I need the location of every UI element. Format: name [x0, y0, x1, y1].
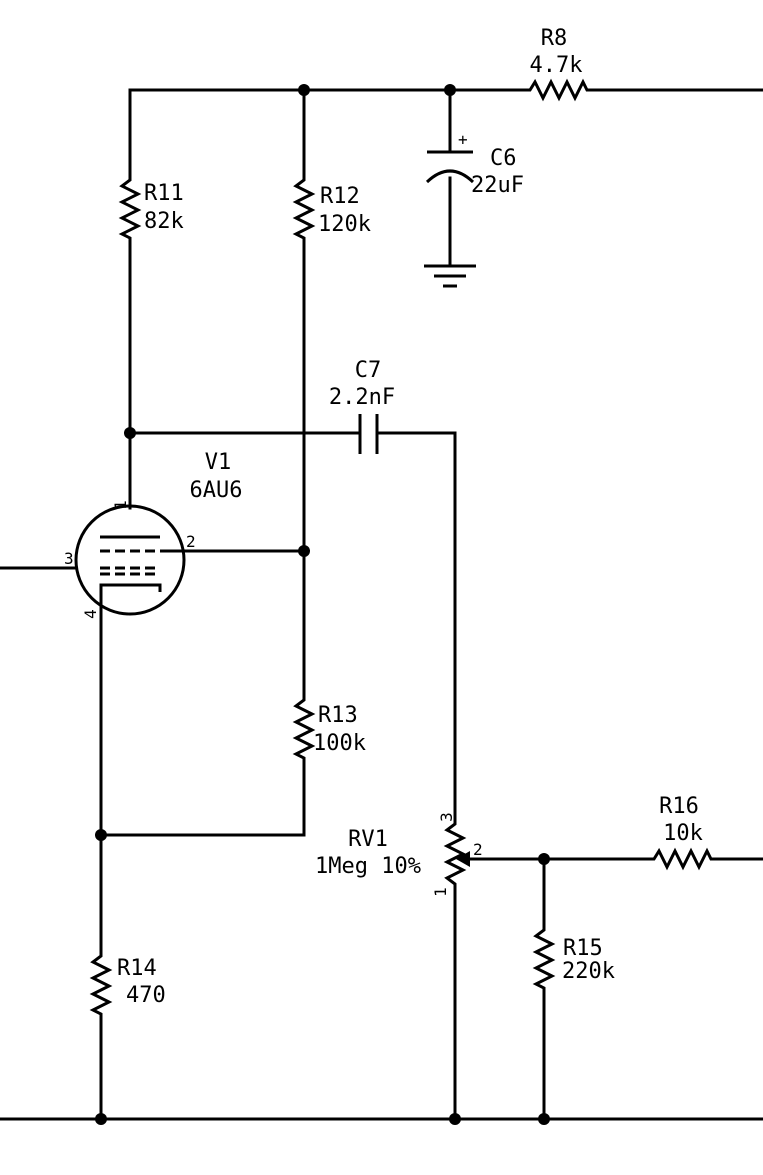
r11-value: 82k: [144, 209, 184, 234]
v1-ref: V1: [205, 450, 232, 475]
v1-pin-1: 1: [111, 500, 130, 510]
junction-dot: [449, 1113, 461, 1125]
r8-value: 4.7k: [530, 53, 583, 78]
tube-envelope: [74, 504, 186, 616]
resistor-r14: [89, 952, 113, 1018]
rv1-value: 1Meg 10%: [315, 854, 421, 879]
r8-ref: R8: [541, 26, 568, 51]
rv1-pin-2: 2: [473, 840, 483, 859]
junctions: [95, 84, 550, 1125]
potentiometer-rv1: [443, 820, 467, 890]
r15-value: 220k: [562, 959, 615, 984]
resistor-r11: [118, 176, 142, 242]
v1-pin-4: 4: [81, 609, 100, 619]
junction-dot: [95, 829, 107, 841]
wires: [0, 88, 763, 1121]
resistor-r12: [292, 176, 316, 242]
v1-value: 6AU6: [190, 478, 243, 503]
c7-ref: C7: [355, 358, 382, 383]
v1-pin-2: 2: [186, 532, 196, 551]
r16-ref: R16: [659, 794, 699, 819]
c6-value: 22uF: [471, 173, 524, 198]
r13-ref: R13: [318, 703, 358, 728]
junction-dot: [95, 1113, 107, 1125]
rv1-ref: RV1: [348, 827, 388, 852]
c6-polarity: +: [458, 130, 468, 149]
junction-dot: [538, 853, 550, 865]
capacitor-c6-curved-plate: [425, 169, 475, 184]
c6-ref: C6: [490, 146, 517, 171]
ground-icon: [424, 264, 476, 288]
rv1-pin-1: 1: [431, 887, 450, 897]
junction-dot: [298, 84, 310, 96]
v1-pin-3: 3: [64, 549, 74, 568]
r12-value: 120k: [318, 212, 371, 237]
wiper-arrow-icon: [456, 851, 470, 867]
r13-value: 100k: [313, 731, 366, 756]
c7-value: 2.2nF: [329, 385, 395, 410]
r15-ref: R15: [563, 936, 603, 961]
vacuum-tube-v1: [74, 504, 186, 616]
resistor-r8: [525, 78, 590, 102]
tube-cathode: [99, 583, 162, 600]
resistor-r13: [292, 696, 316, 762]
resistor-r16: [650, 847, 714, 871]
junction-dot: [124, 427, 136, 439]
resistor-r15: [532, 926, 556, 992]
r16-value: 10k: [663, 821, 703, 846]
r14-ref: R14: [117, 956, 157, 981]
junction-dot: [444, 84, 456, 96]
r11-ref: R11: [144, 181, 184, 206]
r12-ref: R12: [320, 184, 360, 209]
r14-value: 470: [126, 983, 166, 1008]
junction-dot: [538, 1113, 550, 1125]
junction-dot: [298, 545, 310, 557]
rv1-pin-3: 3: [437, 812, 456, 822]
